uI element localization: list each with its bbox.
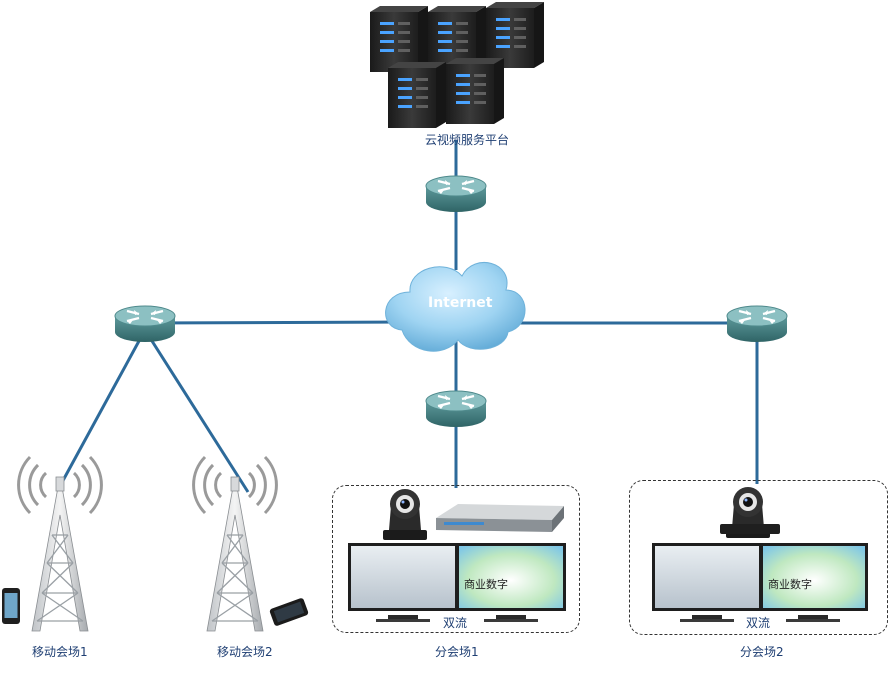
- display-icon: [456, 543, 566, 622]
- router-icon: [424, 389, 488, 429]
- router-icon: [113, 304, 177, 344]
- codec-icon: [436, 504, 564, 532]
- branch1-boundary: [332, 485, 580, 633]
- display-icon: [760, 543, 868, 622]
- mobile1-label: 移动会场1: [32, 645, 88, 659]
- screen-text: 商业数字: [768, 578, 812, 591]
- platform-label: 云视频服务平台: [425, 133, 510, 147]
- internet-label: Internet: [428, 295, 493, 311]
- cell-tower-icon: [17, 455, 103, 633]
- link-router-mobile1: [58, 329, 147, 487]
- codec-icon: [720, 524, 780, 534]
- branch1-label: 分会场1: [435, 645, 479, 659]
- cell-tower-icon: [192, 455, 278, 633]
- server-cluster-icon: [370, 2, 544, 128]
- router-icon: [725, 304, 789, 344]
- screen-text: 商业数字: [464, 578, 508, 591]
- network-links: [58, 140, 759, 493]
- dual-stream-label: 双流: [443, 616, 468, 630]
- branch2-boundary: [629, 480, 888, 635]
- mobile2-label: 移动会场2: [217, 645, 273, 659]
- phone-icon: [2, 588, 20, 624]
- link-router-mobile2: [143, 329, 250, 493]
- phone-icon: [269, 598, 309, 626]
- router-icon: [424, 174, 488, 214]
- branch2-label: 分会场2: [740, 645, 784, 659]
- internet-cloud-icon: [385, 261, 526, 352]
- dual-stream-label: 双流: [746, 616, 771, 630]
- link-left-router-internet: [144, 320, 401, 325]
